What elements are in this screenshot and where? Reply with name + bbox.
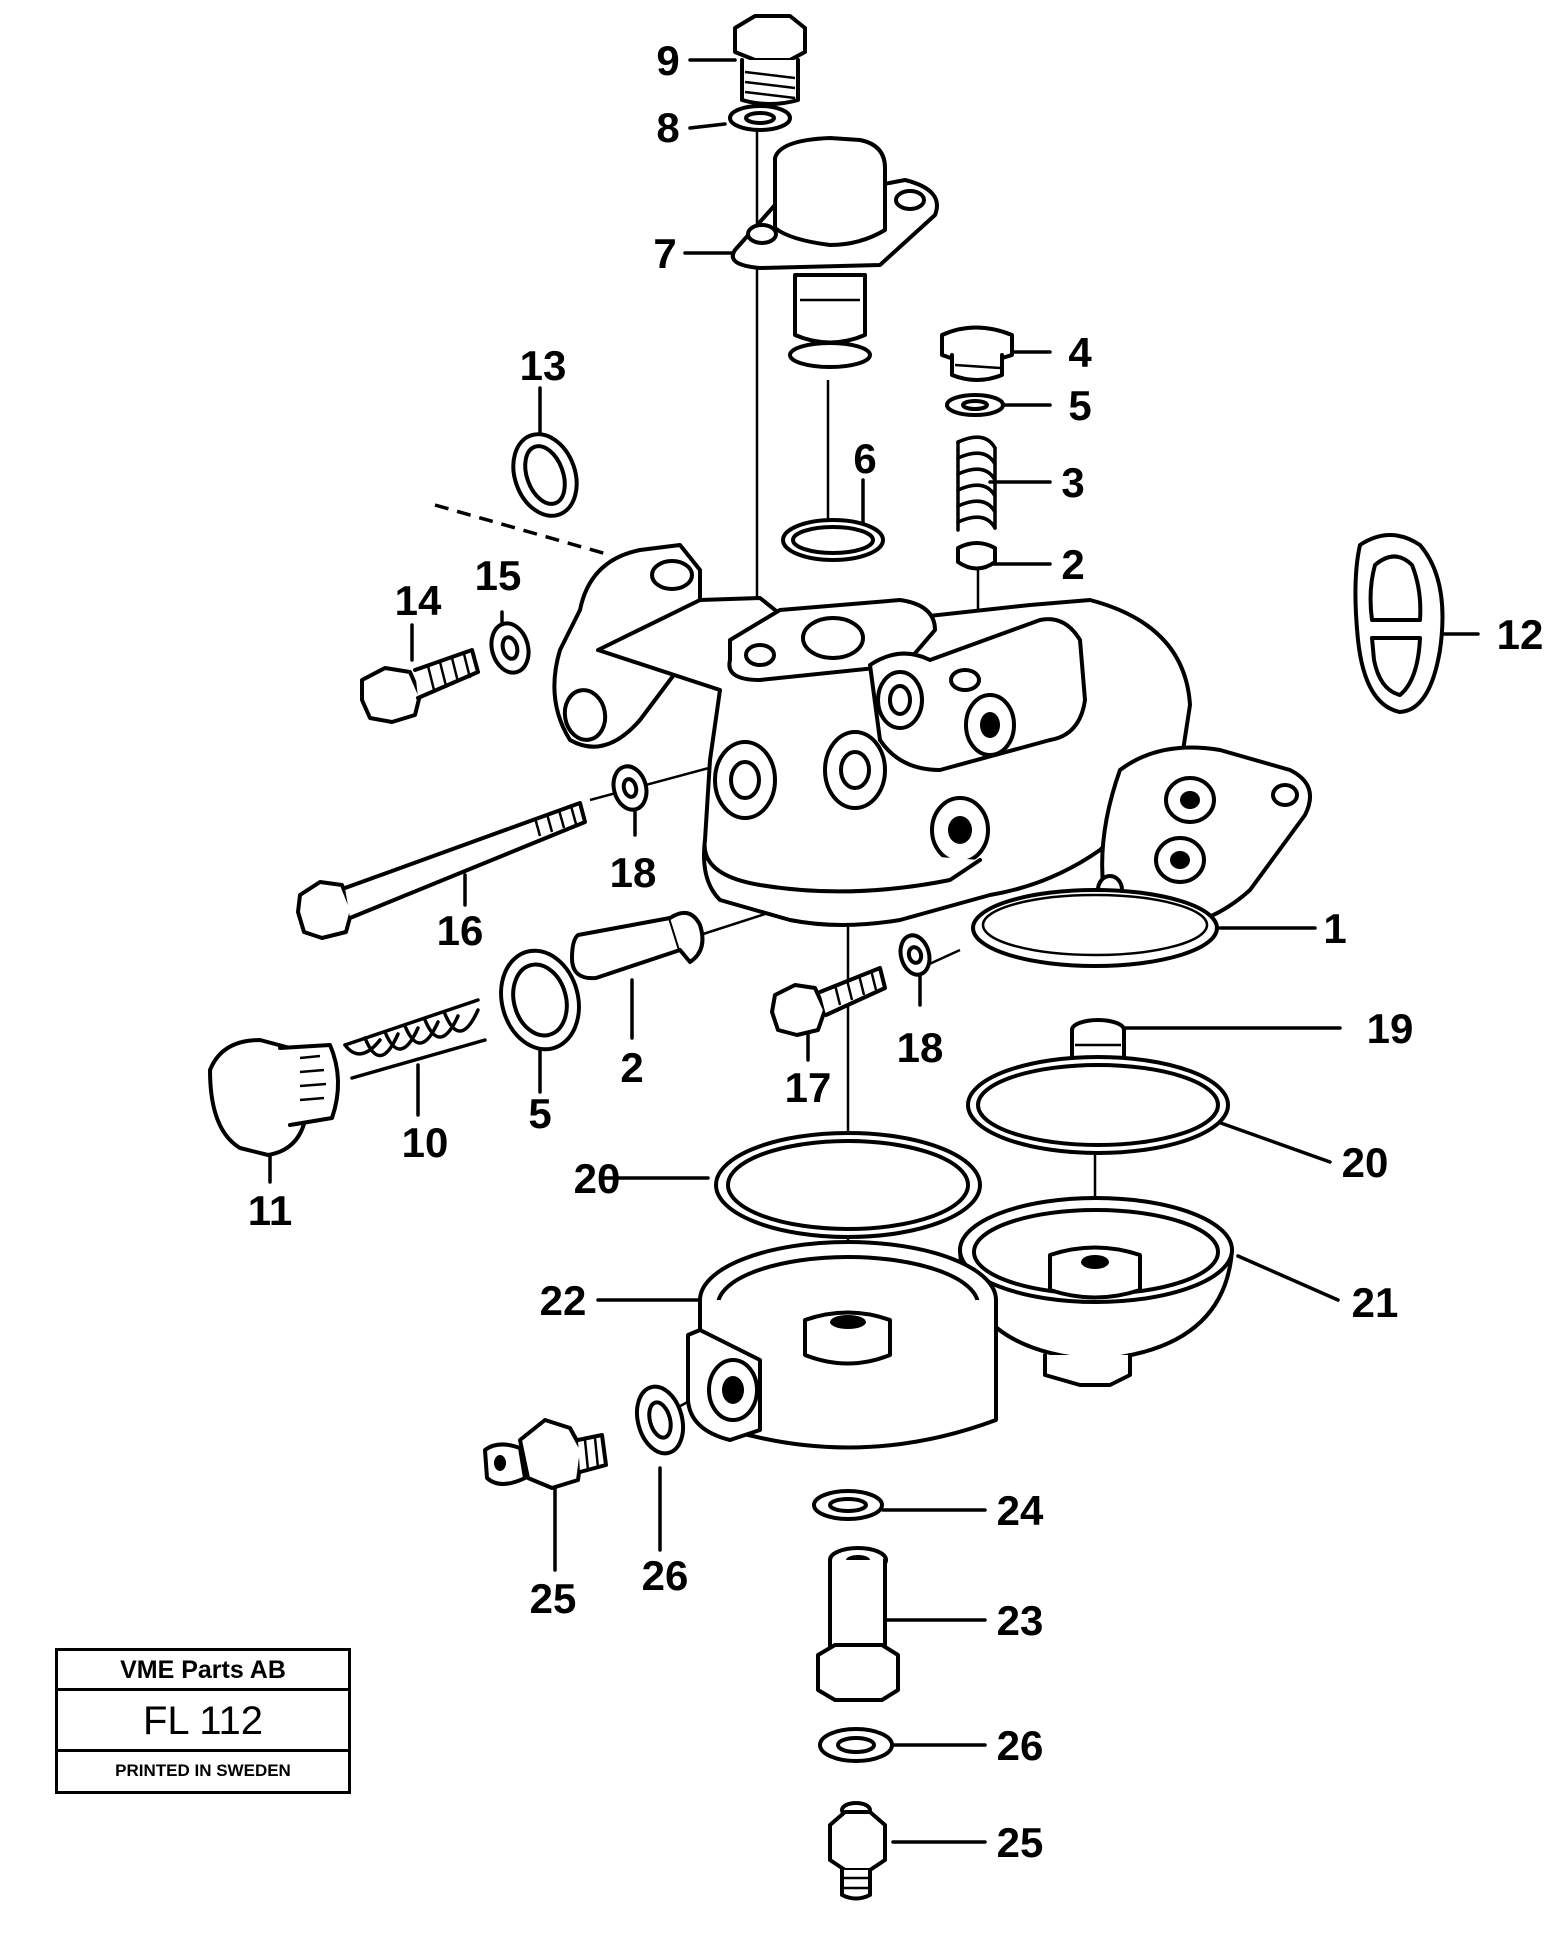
callout-10: 10 bbox=[402, 1119, 449, 1166]
part-15-washer bbox=[489, 621, 531, 675]
part-3-spring-upper bbox=[956, 435, 997, 532]
part-5-washer-upper bbox=[945, 393, 1005, 417]
callout-2-upper: 2 bbox=[1061, 541, 1084, 588]
part-10-spring bbox=[343, 998, 487, 1080]
callout-18-right: 18 bbox=[897, 1024, 944, 1071]
callout-7: 7 bbox=[653, 230, 676, 277]
part-20-o-ring-left bbox=[714, 1131, 982, 1239]
callout-labels: 9 8 7 4 5 3 2 6 13 15 14 12 18 16 1 2 18… bbox=[248, 37, 1544, 1866]
callout-26-lower: 26 bbox=[997, 1722, 1044, 1769]
part-17-bolt bbox=[770, 966, 887, 1037]
callout-11: 11 bbox=[248, 1187, 292, 1234]
callout-16: 16 bbox=[437, 907, 484, 954]
part-7-cover bbox=[730, 136, 939, 369]
callout-21: 21 bbox=[1352, 1279, 1399, 1326]
part-2-valve-upper bbox=[956, 541, 997, 571]
callout-25-upper: 25 bbox=[530, 1575, 577, 1622]
part-12-gasket bbox=[1353, 533, 1445, 714]
callout-1: 1 bbox=[1323, 905, 1346, 952]
callout-19: 19 bbox=[1367, 1005, 1414, 1052]
callout-23: 23 bbox=[997, 1597, 1044, 1644]
part-18-washer-right bbox=[898, 933, 932, 977]
part-20-o-ring-right bbox=[966, 1055, 1230, 1155]
part-23-center-bolt bbox=[816, 1546, 900, 1702]
part-16-long-bolt bbox=[296, 801, 587, 940]
callout-9: 9 bbox=[656, 37, 679, 84]
callout-2-lower: 2 bbox=[620, 1044, 643, 1091]
part-25-valve-upper bbox=[483, 1418, 608, 1490]
callout-18-left: 18 bbox=[610, 849, 657, 896]
part-22-filter-head bbox=[686, 1240, 998, 1450]
callout-25-lower: 25 bbox=[997, 1819, 1044, 1866]
callout-14: 14 bbox=[395, 577, 442, 624]
company-name: VME Parts AB bbox=[58, 1651, 348, 1691]
part-21-bowl bbox=[958, 1196, 1234, 1387]
part-14-bolt bbox=[360, 648, 480, 724]
callout-22: 22 bbox=[540, 1277, 587, 1324]
drawing-code: FL 112 bbox=[58, 1691, 348, 1752]
callout-12: 12 bbox=[1497, 611, 1544, 658]
callout-20-left: 20 bbox=[574, 1155, 621, 1202]
callout-8: 8 bbox=[656, 104, 679, 151]
part-2-valve-lower bbox=[570, 910, 705, 981]
part-9-bolt bbox=[733, 14, 807, 106]
part-11-plug bbox=[208, 1038, 341, 1157]
part-26-washer-lower bbox=[818, 1727, 894, 1763]
callout-26-upper: 26 bbox=[642, 1552, 689, 1599]
part-18-washer-left bbox=[611, 764, 649, 812]
part-1-housing bbox=[552, 543, 1312, 968]
callout-24: 24 bbox=[997, 1487, 1044, 1534]
part-8-washer bbox=[728, 104, 792, 132]
callout-4: 4 bbox=[1068, 329, 1092, 376]
callout-6: 6 bbox=[853, 435, 876, 482]
callout-17: 17 bbox=[785, 1064, 832, 1111]
part-6-o-ring bbox=[781, 518, 885, 562]
part-24-washer bbox=[812, 1489, 884, 1521]
callout-15: 15 bbox=[475, 552, 522, 599]
title-block: VME Parts AB FL 112 PRINTED IN SWEDEN bbox=[55, 1648, 351, 1794]
callout-20-right: 20 bbox=[1342, 1139, 1389, 1186]
part-5-washer-lower bbox=[499, 948, 581, 1052]
callout-3: 3 bbox=[1061, 459, 1084, 506]
printed-note: PRINTED IN SWEDEN bbox=[115, 1761, 291, 1780]
callout-13: 13 bbox=[520, 342, 567, 389]
part-25-valve-lower bbox=[828, 1801, 887, 1901]
part-13-gasket bbox=[511, 432, 579, 518]
callout-5-upper: 5 bbox=[1068, 382, 1091, 429]
callout-5-lower: 5 bbox=[528, 1090, 551, 1137]
part-26-washer-upper bbox=[634, 1384, 686, 1456]
part-4-plug bbox=[940, 325, 1014, 382]
